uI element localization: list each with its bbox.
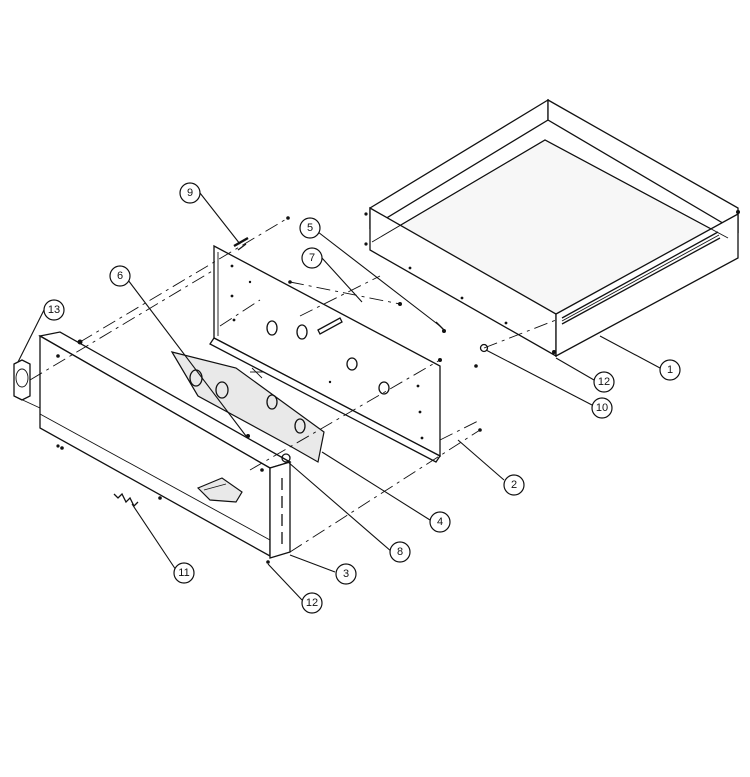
callout-6: 6 xyxy=(109,265,131,287)
callout-4-label: 4 xyxy=(437,516,443,528)
callout-13: 13 xyxy=(43,299,65,321)
inner-front-panel xyxy=(209,244,441,463)
callout-5: 5 xyxy=(299,217,321,239)
callout-11-label: 11 xyxy=(178,567,189,579)
callout-1-label: 1 xyxy=(667,364,673,376)
callout-9-label: 9 xyxy=(187,187,193,199)
callout-5-label: 5 xyxy=(307,222,313,234)
callout-7: 7 xyxy=(301,247,323,269)
callout-8: 8 xyxy=(389,541,411,563)
callout-11: 11 xyxy=(173,562,195,584)
leader-lines xyxy=(17,192,661,601)
callout-3-label: 3 xyxy=(343,568,349,580)
callout-1: 1 xyxy=(659,359,681,381)
callout-7-label: 7 xyxy=(309,252,315,264)
callout-12a-label: 12 xyxy=(598,376,610,388)
callout-12b: 12 xyxy=(301,592,323,614)
callout-6-label: 6 xyxy=(117,270,123,282)
drawer-front xyxy=(38,331,292,564)
callout-2: 2 xyxy=(503,474,525,496)
callout-12a: 12 xyxy=(593,371,615,393)
callout-13-label: 13 xyxy=(48,304,60,316)
callout-2-label: 2 xyxy=(511,479,517,491)
drawer-box xyxy=(364,98,740,358)
callout-9: 9 xyxy=(179,182,201,204)
callout-10-label: 10 xyxy=(596,402,608,414)
callout-8-label: 8 xyxy=(397,546,403,558)
heat-baffle xyxy=(170,351,325,463)
end-cap xyxy=(13,359,41,409)
assembly-lines xyxy=(29,217,557,553)
callout-12b-label: 12 xyxy=(306,597,318,609)
callout-10: 10 xyxy=(591,397,613,419)
callout-3: 3 xyxy=(335,563,357,585)
callout-4: 4 xyxy=(429,511,451,533)
